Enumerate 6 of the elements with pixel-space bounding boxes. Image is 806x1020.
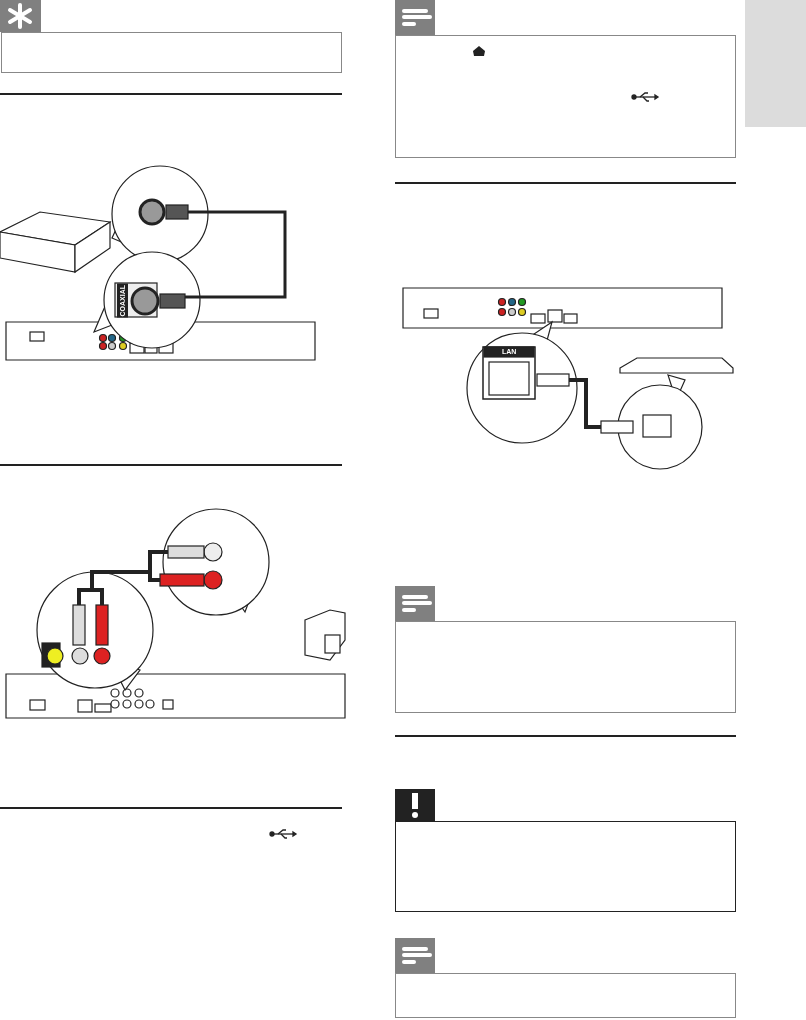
tip-box: [1, 32, 342, 73]
side-tab: [745, 0, 806, 127]
note-box: [395, 973, 736, 1018]
caution-box: [395, 821, 736, 912]
note-box: [395, 621, 736, 713]
note-box: [395, 35, 736, 158]
